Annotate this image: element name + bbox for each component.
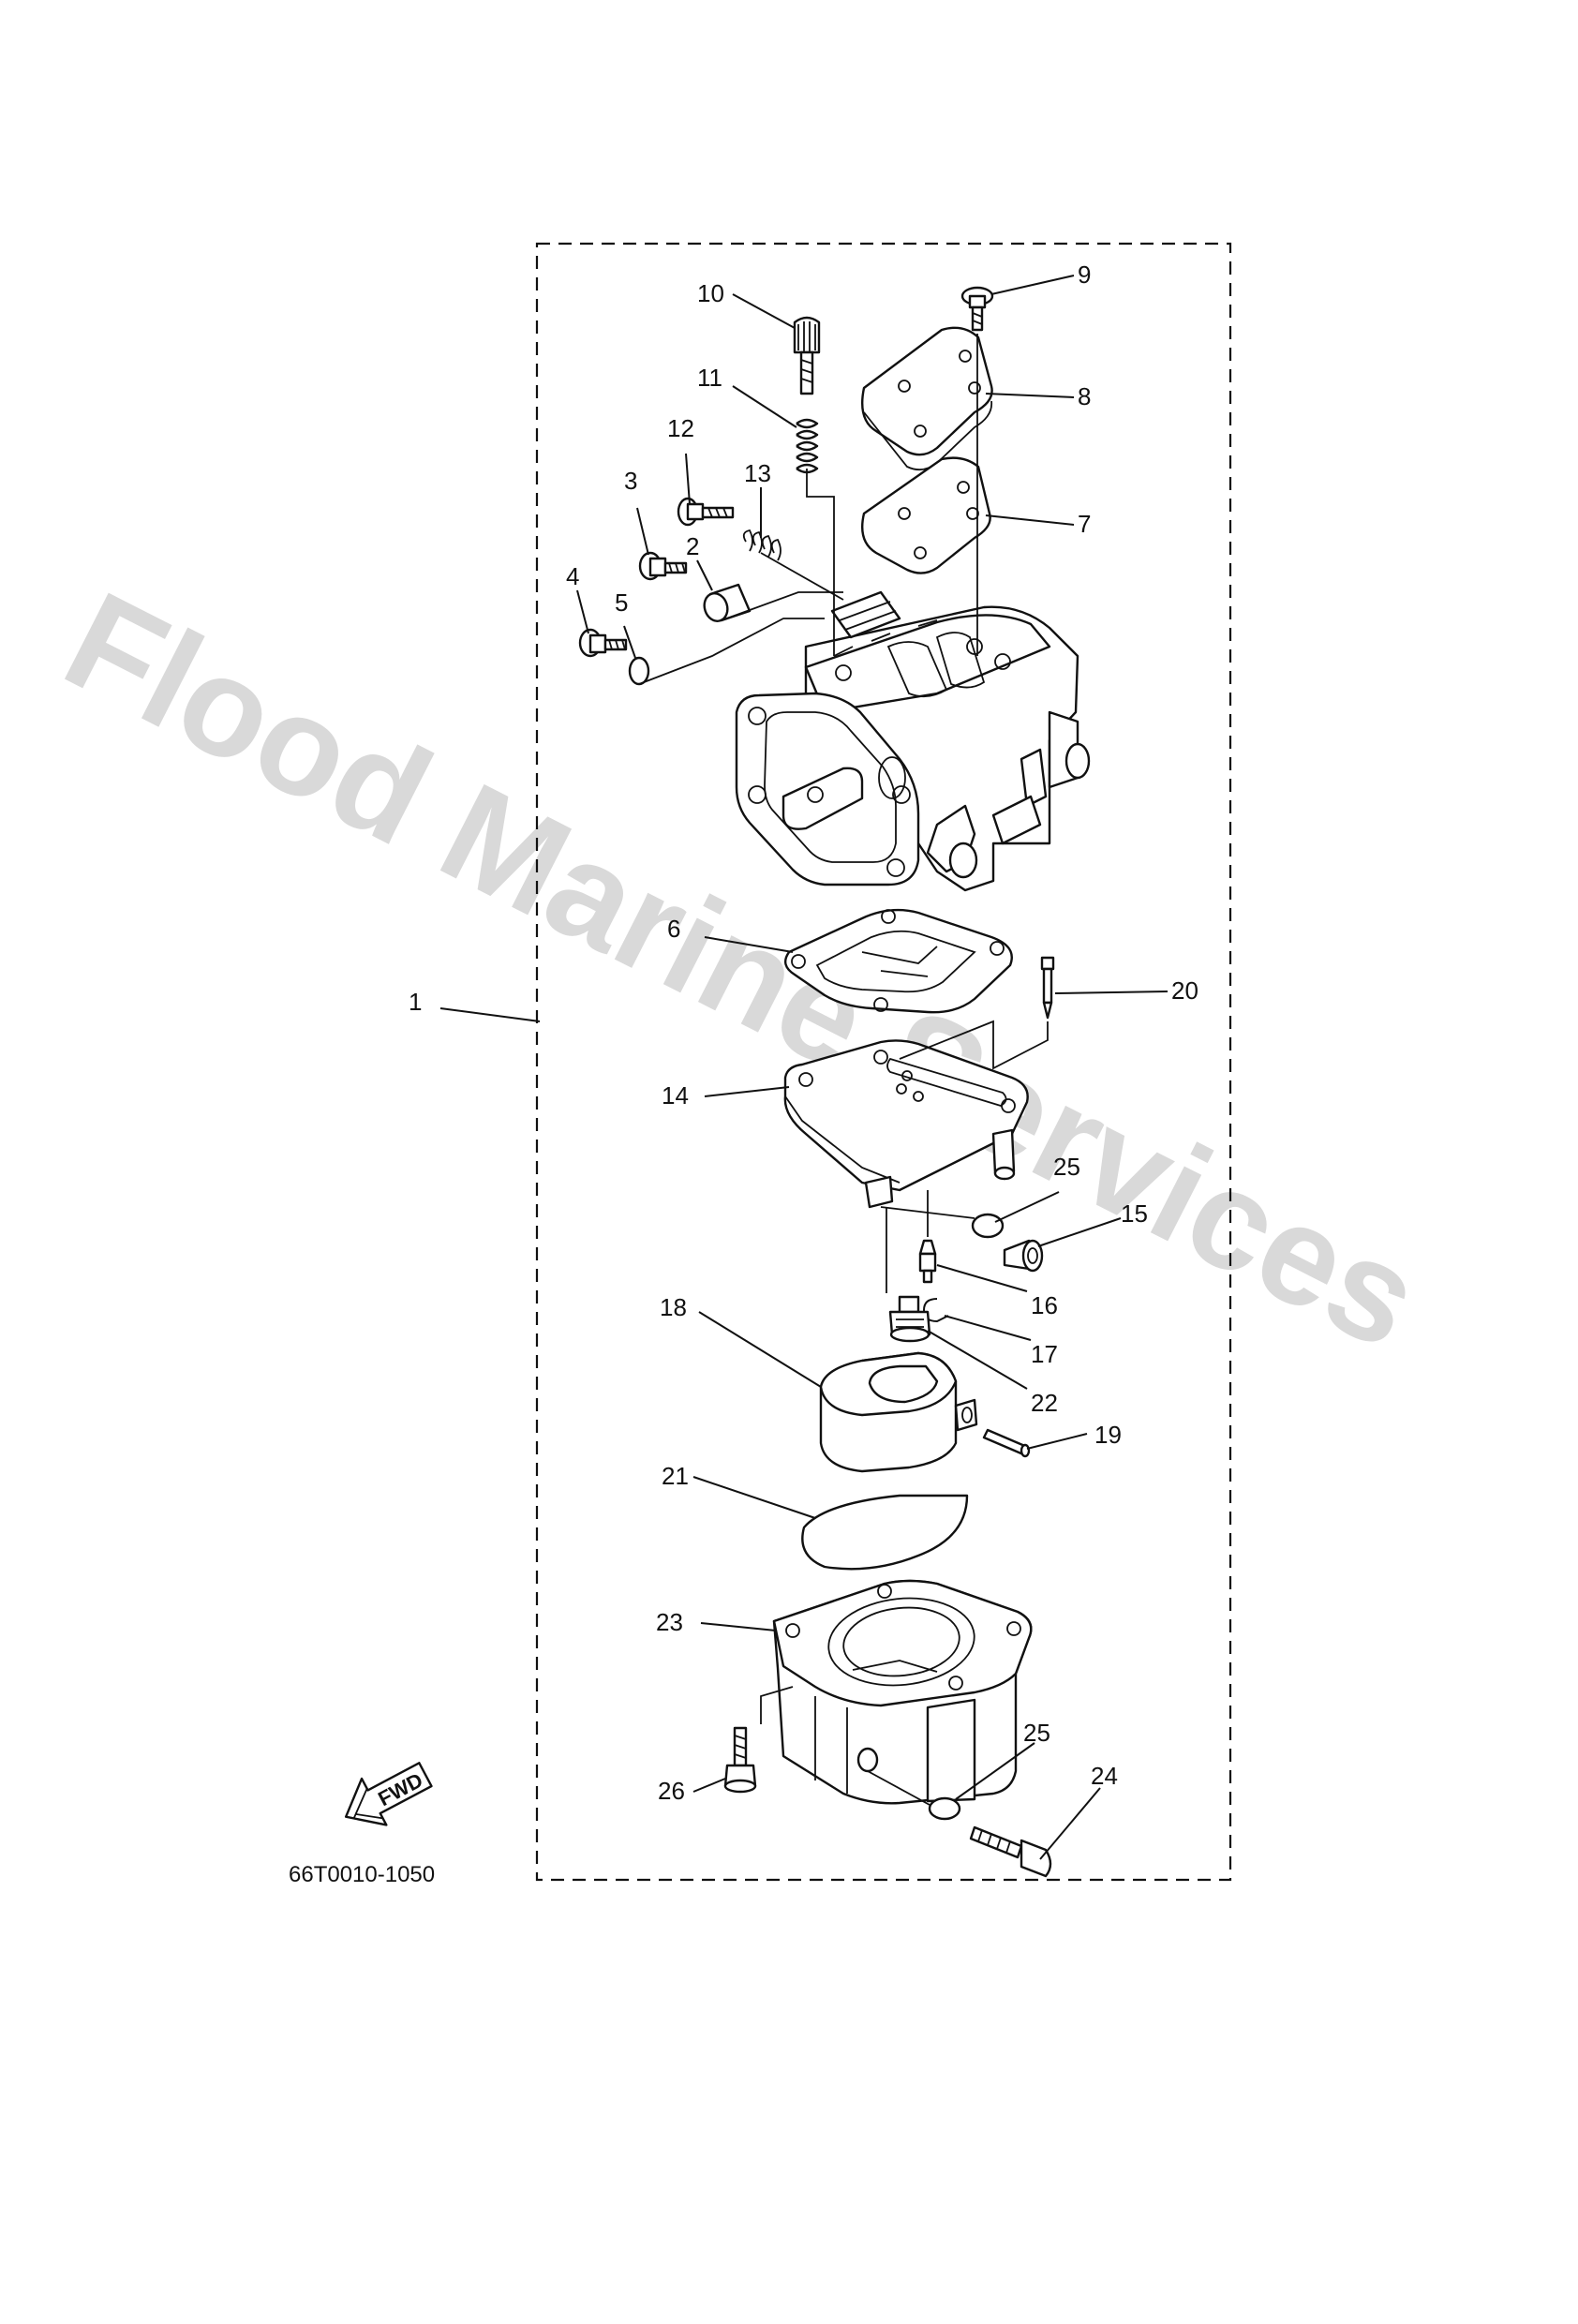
fwd-arrow-icon: FWD (344, 1762, 433, 1826)
part-2-plug (703, 583, 752, 622)
callout-6: 6 (667, 915, 680, 943)
callout-4: 4 (566, 562, 579, 590)
watermark-text: Flood Marine Services (42, 561, 1443, 1379)
part-19-float-pin (982, 1428, 1031, 1458)
part-3-screw (638, 551, 688, 581)
callout-11: 11 (697, 364, 722, 392)
part-18-float (819, 1351, 978, 1473)
part-9-screw (960, 286, 994, 332)
callout-19: 19 (1094, 1421, 1122, 1449)
part-17-clip (922, 1298, 949, 1323)
callout-7: 7 (1078, 510, 1091, 538)
part-12-screw (677, 497, 735, 527)
watermark-layer: Flood Marine Services (42, 561, 1443, 1379)
callout-18: 18 (660, 1293, 687, 1321)
callout-17: 17 (1031, 1340, 1058, 1368)
part-1-carburetor-body (735, 590, 1091, 892)
callout-8: 8 (1078, 382, 1091, 410)
diagram-code: 66T0010-1050 (289, 1862, 435, 1887)
callout-21: 21 (662, 1462, 689, 1490)
callout-10: 10 (697, 279, 724, 307)
callout-25-upper: 25 (1053, 1153, 1080, 1181)
part-7-gasket (860, 456, 991, 574)
part-25-o-ring-upper (971, 1213, 1005, 1239)
assembly-guide-lines (638, 334, 1049, 1806)
part-16-needle (918, 1239, 937, 1284)
callout-14: 14 (662, 1081, 689, 1110)
part-13-spring (742, 529, 782, 561)
leader-lines (439, 275, 1169, 1860)
callout-2: 2 (686, 532, 699, 560)
part-14-plate (783, 1039, 1029, 1209)
callout-20: 20 (1171, 976, 1198, 1005)
part-4-screw (578, 628, 628, 658)
part-20-needle-valve (1040, 956, 1055, 1020)
callout-15: 15 (1121, 1199, 1148, 1228)
callout-26: 26 (658, 1777, 685, 1805)
callout-labels: 10 9 8 11 12 13 3 7 2 4 5 6 1 20 14 25 1… (409, 261, 1198, 1805)
part-23-float-bowl (772, 1579, 1033, 1805)
assembly-boundary (535, 242, 1232, 1882)
part-11-spring (796, 418, 819, 474)
callout-23: 23 (656, 1608, 683, 1636)
callout-16: 16 (1031, 1291, 1058, 1319)
part-8-cover (860, 326, 993, 471)
callout-9: 9 (1078, 261, 1091, 289)
callout-3: 3 (624, 467, 637, 495)
part-22-valve-seat (888, 1295, 931, 1343)
callout-12: 12 (667, 414, 694, 442)
part-26-screw (723, 1726, 757, 1794)
callout-22: 22 (1031, 1389, 1058, 1417)
part-15-plug (1003, 1239, 1044, 1273)
part-21-float-gasket (801, 1494, 969, 1571)
part-25-o-ring-lower (928, 1796, 961, 1821)
callout-25-lower: 25 (1023, 1719, 1050, 1747)
callout-13: 13 (744, 459, 771, 487)
part-24-drain-screw (969, 1825, 1052, 1878)
part-6-gasket (783, 908, 1013, 1014)
callout-5: 5 (615, 588, 628, 617)
callout-24: 24 (1091, 1762, 1118, 1790)
part-5-o-ring (628, 656, 650, 686)
callout-1: 1 (409, 988, 422, 1016)
part-10-pilot-screw (793, 316, 821, 395)
